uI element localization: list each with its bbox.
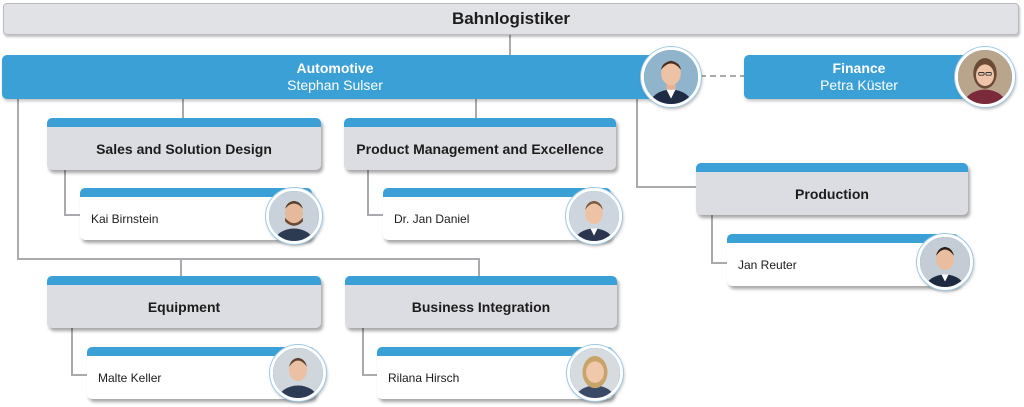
connector-production-person-v xyxy=(711,215,713,263)
avatar-stephan-sulser xyxy=(641,47,701,107)
connector-root-automotive xyxy=(509,35,511,55)
dept-label: Production xyxy=(795,185,869,202)
dept-stripe xyxy=(345,276,617,285)
person-stripe xyxy=(727,234,959,243)
root-label: Bahnlogistiker xyxy=(451,9,571,28)
connector-spine-left xyxy=(17,99,19,259)
person-name: Malte Keller xyxy=(98,370,162,385)
person-name: Rilana Hirsch xyxy=(388,370,460,385)
connector-production-vertical xyxy=(636,99,638,187)
connector-bizint-person-h xyxy=(362,374,380,376)
dept-label: Equipment xyxy=(147,298,221,315)
connector-equipment-person-h xyxy=(71,374,89,376)
person-photo-icon xyxy=(570,348,620,398)
person-stripe xyxy=(377,347,613,356)
connector-lower-bus xyxy=(17,258,480,260)
connector-business-integration xyxy=(478,258,480,276)
person-photo-icon xyxy=(958,50,1012,104)
person-name: Dr. Jan Daniel xyxy=(394,211,470,226)
connector-upper-bus xyxy=(182,99,184,118)
connector-automotive-finance xyxy=(700,75,746,77)
avatar-jan-reuter xyxy=(917,234,973,290)
connector-production-horizontal xyxy=(636,186,697,188)
dept-label: Product Management and Excellence xyxy=(356,140,604,157)
connector-production-person-h xyxy=(711,262,729,264)
finance-title: Finance xyxy=(832,60,886,76)
dept-stripe xyxy=(696,163,968,172)
finance-node: Finance Petra Küster xyxy=(744,55,974,99)
dept-equipment: Equipment xyxy=(47,276,321,328)
root-node: Bahnlogistiker xyxy=(3,3,1019,35)
person-stripe xyxy=(383,188,611,197)
avatar-rilana-hirsch xyxy=(567,345,623,401)
person-photo-icon xyxy=(644,50,698,104)
dept-product-management: Product Management and Excellence xyxy=(344,118,616,170)
avatar-petra-kuester xyxy=(955,47,1015,107)
connector-sales-person-h xyxy=(64,214,82,216)
connector-equipment-person-v xyxy=(71,328,73,375)
person-stripe xyxy=(80,188,312,197)
automotive-lead: Stephan Sulser xyxy=(287,77,383,93)
avatar-malte-keller xyxy=(270,345,326,401)
person-card-jan-reuter: Jan Reuter xyxy=(727,234,959,286)
dept-business-integration: Business Integration xyxy=(345,276,617,328)
person-photo-icon xyxy=(920,237,970,287)
dept-production: Production xyxy=(696,163,968,215)
person-photo-icon xyxy=(269,191,319,241)
connector-product-person-v xyxy=(367,170,369,215)
dept-label: Business Integration xyxy=(411,298,551,315)
connector-product-person-h xyxy=(367,214,385,216)
person-name: Jan Reuter xyxy=(738,257,797,272)
dept-stripe xyxy=(47,276,321,285)
dept-stripe xyxy=(47,118,321,127)
person-name: Kai Birnstein xyxy=(91,211,159,226)
person-stripe xyxy=(87,347,315,356)
person-photo-icon xyxy=(273,348,323,398)
dept-sales-solution-design: Sales and Solution Design xyxy=(47,118,321,170)
avatar-jan-daniel xyxy=(566,188,622,244)
dept-stripe xyxy=(344,118,616,127)
connector-bizint-person-v xyxy=(362,328,364,375)
automotive-node: Automotive Stephan Sulser xyxy=(2,55,668,99)
dept-label: Sales and Solution Design xyxy=(96,140,272,157)
avatar-kai-birnstein xyxy=(266,188,322,244)
connector-sales-person-v xyxy=(64,170,66,215)
person-photo-icon xyxy=(569,191,619,241)
connector-equipment xyxy=(180,258,182,276)
connector-product-mgmt xyxy=(475,99,477,118)
automotive-title: Automotive xyxy=(296,60,374,76)
finance-lead: Petra Küster xyxy=(820,77,898,93)
